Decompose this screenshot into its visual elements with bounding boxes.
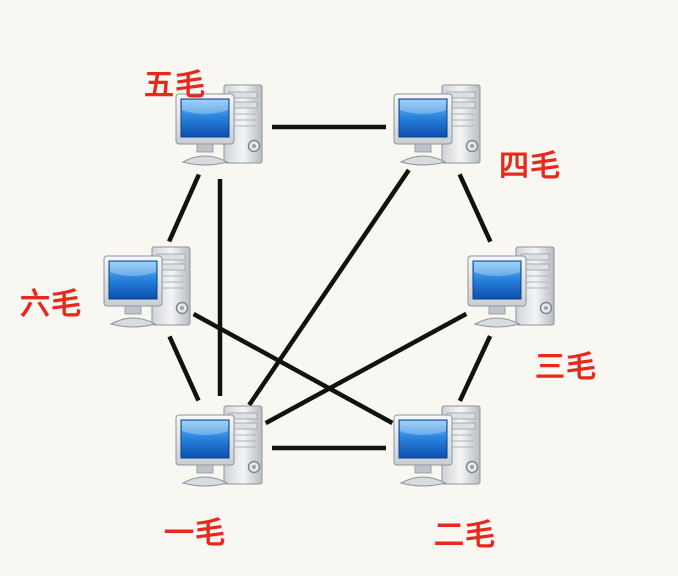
- computer-si: [390, 82, 486, 172]
- link-wu-liu: [167, 173, 201, 243]
- link-liu-yi: [167, 335, 201, 402]
- computer-yi: [172, 403, 268, 493]
- computer-er: [390, 403, 486, 493]
- label-yi: 一毛: [164, 516, 226, 551]
- link-liu-er: [192, 312, 394, 425]
- label-san: 三毛: [535, 350, 597, 385]
- label-wu: 五毛: [144, 68, 206, 103]
- desktop-computer-icon: [175, 405, 263, 487]
- link-san-er: [457, 335, 493, 402]
- desktop-computer-icon: [393, 405, 481, 487]
- link-si-yi: [247, 168, 411, 407]
- label-si: 四毛: [499, 149, 561, 184]
- desktop-computer-icon: [175, 84, 263, 166]
- label-er: 二毛: [434, 518, 496, 553]
- computer-wu: [172, 82, 268, 172]
- label-liu: 六毛: [20, 287, 82, 322]
- link-san-yi: [264, 311, 468, 426]
- desktop-computer-icon: [393, 84, 481, 166]
- computer-liu: [100, 244, 196, 334]
- computer-san: [464, 244, 560, 334]
- link-si-san: [457, 173, 493, 243]
- desktop-computer-icon: [103, 246, 191, 328]
- desktop-computer-icon: [467, 246, 555, 328]
